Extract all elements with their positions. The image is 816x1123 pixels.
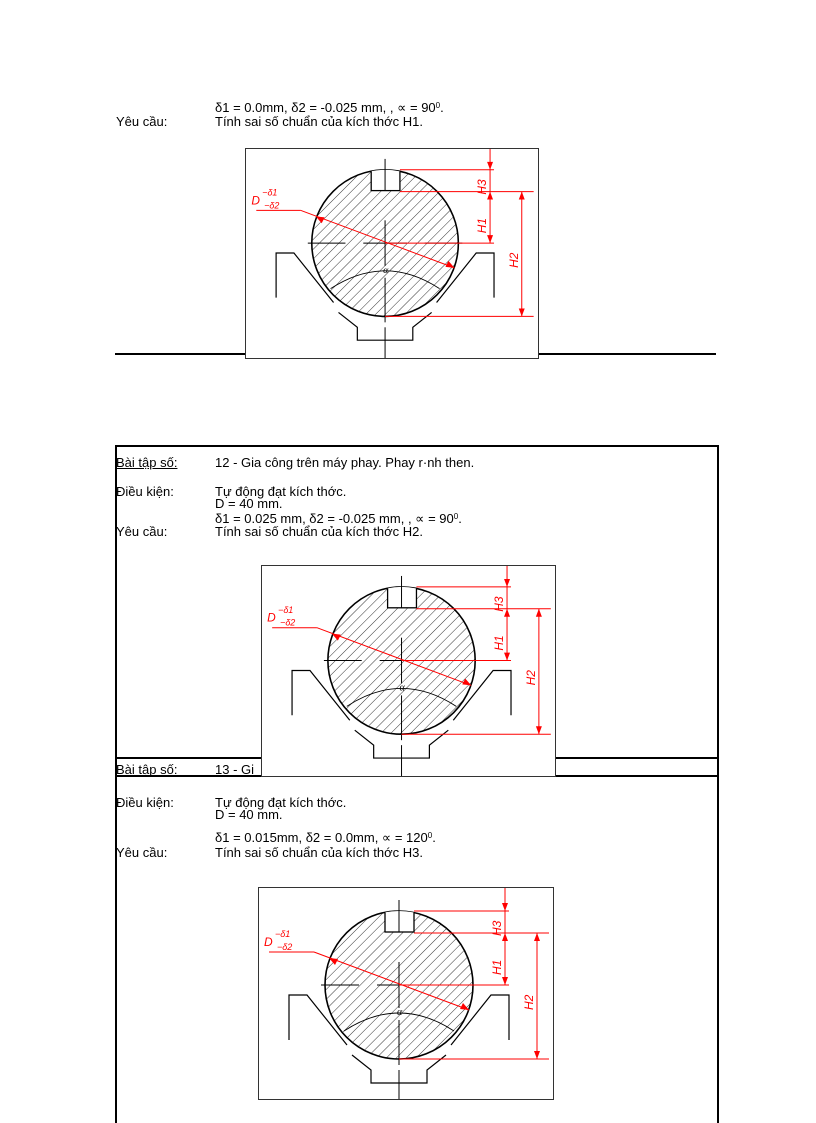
upper-tolerance-label: −δ1 bbox=[275, 929, 290, 939]
v-block bbox=[275, 252, 495, 341]
upper-tolerance-label: −δ1 bbox=[278, 605, 293, 615]
ex13-number-label: Bài tập số: bbox=[116, 762, 178, 777]
figure-vblock-3: α H3 H1 H2 D −δ1 −δ2 bbox=[258, 887, 554, 1100]
ex11-deltas-text: δ1 = 0.0mm, δ2 = -0.025 mm, , ∝ = 90 bbox=[215, 100, 436, 115]
v-block bbox=[291, 669, 512, 759]
ex12-condition-2: D = 40 mm. bbox=[215, 496, 283, 511]
ex13-title: 13 - Gi bbox=[215, 762, 255, 777]
upper-tolerance-label: −δ1 bbox=[262, 188, 277, 198]
degree-mark: 0 bbox=[427, 831, 433, 840]
alpha-label: α bbox=[397, 1007, 403, 1018]
ex12-condition-label: Điều kiện: bbox=[116, 484, 174, 499]
h1-label: H1 bbox=[475, 218, 489, 233]
dimension-arrows bbox=[315, 161, 525, 317]
figure-vblock-2: α H3 H1 H2 D −δ1 −δ2 bbox=[261, 565, 556, 777]
dimension-lines bbox=[272, 566, 551, 735]
lower-tolerance-label: −δ2 bbox=[280, 618, 295, 628]
ex12-requirement-label: Yêu cầu: bbox=[116, 524, 168, 539]
h1-label: H1 bbox=[490, 960, 504, 975]
dimension-arrows bbox=[331, 578, 542, 735]
vblock-diagram: α H3 H1 H2 D −δ1 −δ2 bbox=[264, 888, 549, 1099]
alpha-label: α bbox=[400, 682, 406, 693]
degree-mark: 0 bbox=[453, 512, 459, 521]
ex12-deltas: δ1 = 0.025 mm, δ2 = -0.025 mm, , ∝ = 900… bbox=[215, 511, 462, 526]
table-border-left-2 bbox=[115, 447, 117, 1123]
ex13-requirement-text: Tính sai số chuẩn của kích thớc H3. bbox=[215, 845, 423, 860]
diameter-label: D bbox=[251, 193, 260, 207]
h2-label: H2 bbox=[524, 670, 538, 686]
ex13-deltas-text: δ1 = 0.015mm, δ2 = 0.0mm, ∝ = 120 bbox=[215, 830, 428, 845]
h1-label: H1 bbox=[492, 635, 506, 650]
period: . bbox=[458, 511, 462, 526]
ex12-requirement-text: Tính sai số chuẩn của kích thớc H2. bbox=[215, 524, 423, 539]
lower-tolerance-label: −δ2 bbox=[277, 942, 292, 952]
vblock-diagram: α H3 H1 H2 D −δ1 −δ2 bbox=[251, 149, 534, 358]
period: . bbox=[432, 830, 436, 845]
alpha-arc bbox=[343, 1012, 455, 1032]
vblock-diagram: α H3 H1 H2 D −δ1 −δ2 bbox=[267, 566, 551, 776]
ex11-deltas: δ1 = 0.0mm, δ2 = -0.025 mm, , ∝ = 900. bbox=[215, 100, 444, 115]
ex13-requirement-label: Yêu cầu: bbox=[116, 845, 168, 860]
period: . bbox=[440, 100, 444, 115]
ex12-number-label: Bài tập số: bbox=[116, 455, 178, 470]
v-block bbox=[288, 994, 510, 1084]
ex13-deltas: δ1 = 0.015mm, δ2 = 0.0mm, ∝ = 1200. bbox=[215, 830, 436, 845]
ex13-condition-label: Điều kiện: bbox=[116, 795, 174, 810]
dimension-arrows bbox=[329, 903, 540, 1059]
figure-vblock-1: α H3 H1 H2 D −δ1 −δ2 bbox=[245, 148, 539, 359]
h2-label: H2 bbox=[522, 994, 536, 1010]
ex12-deltas-text: δ1 = 0.025 mm, δ2 = -0.025 mm, , ∝ = 90 bbox=[215, 511, 454, 526]
ex11-requirement-label: Yêu cầu: bbox=[116, 114, 168, 129]
ex13-condition-1: Tự động đạt kích thớc. bbox=[215, 795, 347, 810]
degree-mark: 0 bbox=[435, 101, 441, 110]
diameter-label: D bbox=[264, 935, 273, 949]
alpha-label: α bbox=[383, 265, 389, 276]
h3-label: H3 bbox=[490, 920, 504, 936]
ex12-title: 12 - Gia công trên máy phay. Phay r·nh t… bbox=[215, 455, 475, 470]
alpha-arc bbox=[330, 270, 440, 290]
ex13-condition-2: D = 40 mm. bbox=[215, 807, 283, 822]
ex12-condition-1: Tự động đạt kích thớc. bbox=[215, 484, 347, 499]
diameter-label: D bbox=[267, 611, 276, 625]
h3-label: H3 bbox=[492, 596, 506, 612]
h2-label: H2 bbox=[507, 252, 521, 268]
table-border-right-2 bbox=[717, 447, 719, 1123]
h3-label: H3 bbox=[475, 179, 489, 195]
ex11-requirement-text: Tính sai số chuẩn của kích thớc H1. bbox=[215, 114, 423, 129]
table-border-top-2 bbox=[115, 445, 719, 447]
lower-tolerance-label: −δ2 bbox=[264, 200, 279, 210]
alpha-arc bbox=[346, 687, 457, 707]
